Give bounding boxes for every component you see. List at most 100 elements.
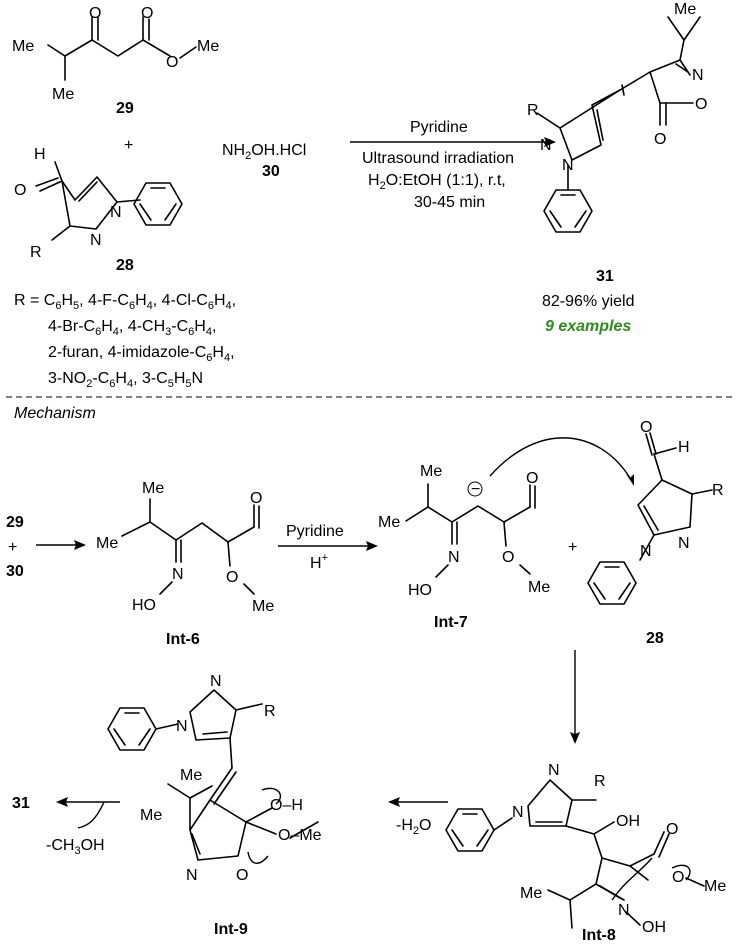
compound-29: Me Me O O O Me 29: [12, 5, 219, 117]
int9-hydroxyl: O–H: [270, 797, 303, 814]
int8-hydroxyl: OH: [616, 813, 640, 830]
c28b-label: 28: [646, 630, 664, 647]
int9-me-left: Me: [140, 807, 162, 824]
int6-ester-o: O: [226, 569, 238, 586]
mech-step1-proton: H+: [310, 552, 328, 572]
int6-carbonyl-o: O: [250, 490, 262, 507]
c29-ester-oxygen: O: [166, 54, 178, 71]
mech-plus: +: [568, 539, 577, 556]
int6-ho: HO: [132, 597, 156, 614]
c31-r-group: R: [527, 102, 539, 119]
mech-start-30: 30: [6, 563, 24, 580]
int9-methoxy: O–Me: [278, 827, 322, 844]
c29-me-bottom: Me: [52, 86, 74, 103]
int8-carbonyl-o: O: [666, 821, 678, 838]
int9-n2: N: [210, 673, 222, 690]
int9-me: Me: [180, 767, 202, 784]
condition-solvent: H2O:EtOH (1:1), r.t,: [368, 172, 506, 192]
mech-compound-28: O H R N N 28: [587, 419, 724, 647]
int6-n: N: [172, 566, 184, 583]
mech-start-29: 29: [6, 514, 24, 531]
int6-ester-me: Me: [252, 598, 274, 615]
c31-n1: N: [562, 157, 574, 174]
int8-oxime-oh: OH: [642, 919, 666, 936]
int7-ester-o: O: [502, 549, 514, 566]
int6-me-left: Me: [96, 535, 118, 552]
nucleophilic-attack-arrow: [489, 437, 631, 479]
compound-28: H O N N R 28: [14, 146, 183, 274]
int7-carbanion-charge: [467, 481, 483, 497]
c29-me-top: Me: [12, 38, 34, 55]
c28b-r-group: R: [712, 482, 724, 499]
c28-n1: N: [110, 204, 122, 221]
int7-me: Me: [420, 463, 442, 480]
c28-n2: N: [90, 232, 102, 249]
c31-isopropyl-me: Me: [674, 1, 696, 18]
mech-final-product: 31: [12, 795, 30, 812]
mech-final-loss: -CH3OH: [46, 837, 105, 857]
int8-n: N: [618, 902, 630, 919]
int8-n2: N: [548, 762, 560, 779]
r-group-list: R = C6H5, 4-F-C6H4, 4-Cl-C6H4, 4-Br-C6H4…: [14, 292, 236, 390]
c31-label: 31: [596, 268, 614, 285]
condition-reagent: Pyridine: [410, 119, 468, 136]
mech-step1-reagent: Pyridine: [286, 523, 344, 540]
mechanism-heading: Mechanism: [14, 405, 96, 422]
reaction-arrow: [350, 137, 556, 147]
mech-start-plus: +: [8, 539, 17, 556]
int8-r-group: R: [594, 773, 606, 790]
mech-step2-loss: -H2O: [396, 817, 431, 837]
int9-n: N: [186, 867, 198, 884]
c29-label: 29: [116, 100, 134, 117]
int8-ester-o: O: [672, 869, 684, 886]
c29-keto-oxygen: O: [89, 5, 101, 22]
int9-r-group: R: [264, 703, 276, 720]
int8-n1: N: [512, 804, 524, 821]
c28-aldehyde-h: H: [34, 146, 46, 163]
int7-label: Int-7: [434, 614, 468, 631]
c28b-n1: N: [640, 543, 652, 560]
int7-charge-sign: −: [471, 481, 480, 498]
c28-r-group: R: [30, 244, 42, 261]
plus-sign-top: +: [124, 137, 133, 154]
compound-30: NH2OH.HCl 30: [222, 142, 306, 180]
int7-me-left: Me: [378, 514, 400, 531]
int9-o: O: [236, 867, 248, 884]
c30-label: 30: [262, 163, 280, 180]
c31-isoxazolone-n: N: [692, 67, 704, 84]
r-groups-line-2: 4-Br-C6H4, 4-CH3-C6H4,: [48, 318, 216, 338]
c28b-aldehyde-h: H: [678, 439, 690, 456]
int8-me: Me: [520, 885, 542, 902]
int6-label: Int-6: [166, 631, 200, 648]
c31-carbonyl-oxygen: O: [654, 131, 666, 148]
int7-n: N: [448, 549, 460, 566]
int6-me: Me: [142, 480, 164, 497]
c29-ester-carbonyl-oxygen: O: [141, 5, 153, 22]
c28b-aldehyde-o: O: [640, 419, 652, 436]
int7-ho: HO: [408, 582, 432, 599]
int9-n1: N: [176, 718, 188, 735]
condition-method: Ultrasound irradiation: [362, 150, 514, 167]
c28-aldehyde-o: O: [14, 182, 26, 199]
c28b-n2: N: [678, 535, 690, 552]
condition-time: 30-45 min: [414, 194, 485, 211]
int9: R N N Me Me N O O–H O–Me Int-9: [107, 673, 322, 938]
int6: Me Me N HO O O Me Int-6: [96, 480, 274, 648]
r-groups-line-1: R = C6H5, 4-F-C6H4, 4-Cl-C6H4,: [14, 292, 236, 312]
int8: R N N OH O O Me Me N OH Int-8: [445, 762, 726, 944]
int7-carbonyl-o: O: [526, 470, 538, 487]
r-groups-line-3: 2-furan, 4-imidazole-C6H4,: [48, 344, 235, 364]
c28-label: 28: [116, 257, 134, 274]
r-groups-line-4: 3-NO2-C6H4, 3-C5H5N: [48, 370, 203, 390]
c30-formula: NH2OH.HCl: [222, 142, 306, 162]
c31-n2: N: [540, 137, 552, 154]
c31-ring-oxygen: O: [695, 96, 707, 113]
c31-yield: 82-96% yield: [542, 293, 635, 310]
c29-ester-methyl: Me: [197, 38, 219, 55]
int9-label: Int-9: [214, 921, 248, 938]
int7-ester-me: Me: [528, 579, 550, 596]
compound-31: Me N O O R N N 31 82-96% yield 9 example…: [527, 1, 707, 335]
int8-label: Int-8: [582, 927, 616, 944]
